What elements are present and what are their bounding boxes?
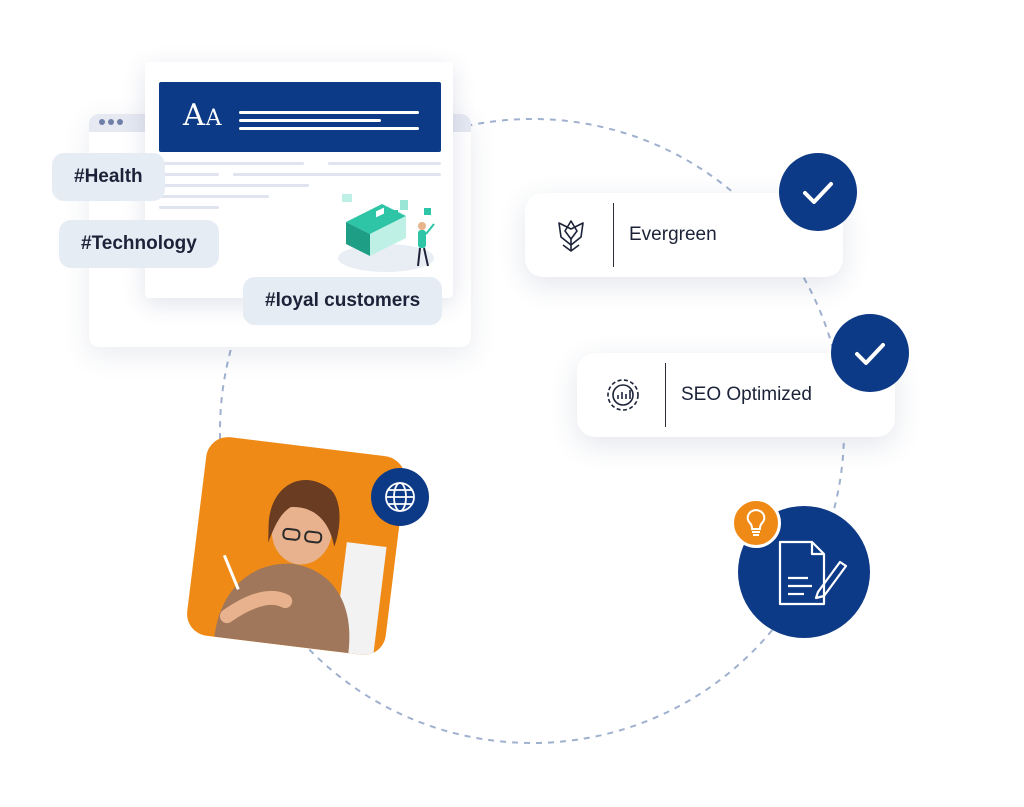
feature-label: SEO Optimized (681, 384, 812, 405)
person-writing-photo (184, 434, 408, 658)
feature-divider (665, 363, 666, 427)
person-illustration (214, 480, 387, 657)
check-badge-evergreen (779, 153, 857, 231)
globe-badge (371, 468, 429, 526)
feature-divider (613, 203, 614, 267)
document-pen-icon (778, 540, 848, 606)
typography-icon: AA (183, 98, 223, 133)
feature-label: Evergreen (629, 224, 717, 245)
check-badge-seo (831, 314, 909, 392)
heading-big-letter: A (183, 98, 206, 133)
window-dots-icon (99, 119, 123, 125)
hashtag-loyal-customers[interactable]: #loyal customers (243, 277, 443, 325)
hashtag-health[interactable]: #Health (52, 153, 165, 201)
check-icon (803, 182, 833, 204)
seo-gear-icon (607, 379, 639, 411)
lightbulb-icon (746, 508, 766, 536)
document-header: AA (159, 82, 441, 152)
lotus-icon (558, 220, 584, 252)
globe-icon (385, 482, 415, 512)
hashtag-technology[interactable]: #Technology (59, 220, 219, 268)
lightbulb-badge (731, 498, 781, 548)
heading-small-letter: A (205, 106, 223, 131)
check-icon (855, 343, 885, 365)
analytics-illustration (338, 194, 435, 272)
